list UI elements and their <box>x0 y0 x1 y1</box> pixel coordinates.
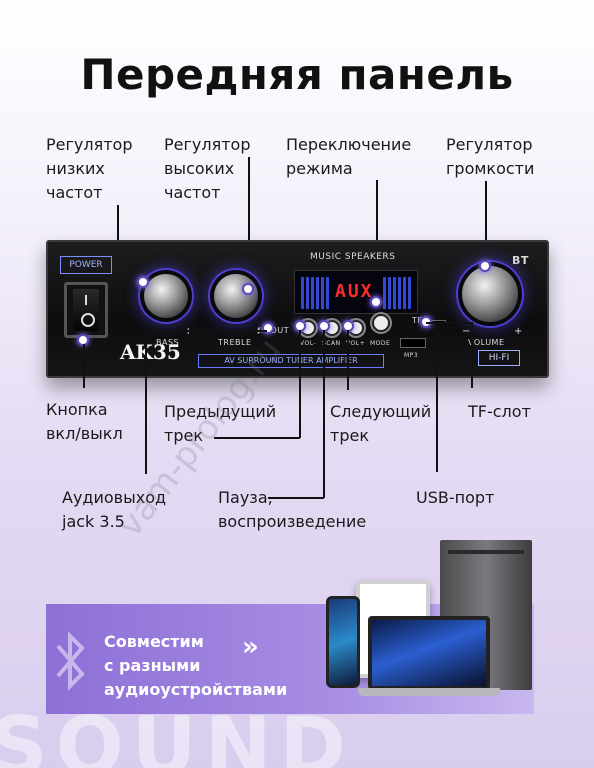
audio-out-leader-v <box>145 330 147 474</box>
next-track-label: Следующий трек <box>330 402 432 445</box>
power-leader <box>83 344 85 388</box>
led-display: AUX <box>294 270 418 314</box>
phone-image <box>326 596 360 688</box>
bt-text: BT <box>512 254 529 267</box>
mode-button[interactable] <box>372 314 390 332</box>
laptop-base <box>358 688 500 696</box>
spectrum-left <box>301 277 329 309</box>
pause-leader-h <box>268 497 324 499</box>
tf-slot-label: TF-слот <box>468 402 531 421</box>
prev-leader-h <box>214 437 300 439</box>
treble-knob[interactable] <box>214 274 258 318</box>
inout-marker <box>262 322 274 334</box>
mode-marker <box>370 296 382 308</box>
prev-track-label: Предыдущий трек <box>164 402 277 445</box>
vol-plus-text: VOL+ <box>346 340 366 347</box>
mode-text: MODE <box>370 340 391 347</box>
bluetooth-icon <box>56 631 85 691</box>
mp3-text: MP3 <box>404 352 419 359</box>
chevron-right-icon: » <box>242 632 259 662</box>
surround-strip: AV SURROUND TUNER AMPLIFIER <box>198 354 384 368</box>
tf-leader-h <box>426 322 472 324</box>
next-leader <box>347 330 349 390</box>
treble-text: TREBLE <box>218 338 252 347</box>
volume-marker <box>479 260 491 272</box>
volume-label: Регулятор громкости <box>446 135 535 178</box>
volume-plus: + <box>514 326 523 337</box>
background-word: SOUND <box>0 700 354 768</box>
brand-name: AK35 <box>120 340 181 364</box>
mode-leader <box>376 180 378 298</box>
spectrum-right <box>383 277 411 309</box>
amplifier-front-panel: POWER − + BASS − + TREBLE IN/OUT MUSIC S… <box>46 240 549 378</box>
power-switch[interactable] <box>64 282 108 338</box>
bass-marker <box>137 276 149 288</box>
music-speakers-text: MUSIC SPEAKERS <box>310 252 396 262</box>
volume-text: VOLUME <box>468 338 505 347</box>
pause-play-label: Пауза, воспроизведение <box>218 488 367 531</box>
power-label: POWER <box>60 256 112 274</box>
usb-port[interactable] <box>400 338 426 348</box>
scan-text: SCAN <box>322 340 341 347</box>
hifi-badge: HI-FI <box>478 350 520 366</box>
bass-text: BASS <box>156 338 180 347</box>
bass-label: Регулятор низких частот <box>46 135 133 202</box>
volume-knob[interactable] <box>462 266 518 322</box>
vol-minus-text: VOL- <box>300 340 317 347</box>
tf-leader-v <box>471 322 473 388</box>
audio-out-label: Аудиовыход jack 3.5 <box>62 488 167 531</box>
usb-port-label: USB-порт <box>416 488 495 507</box>
usb-leader <box>436 362 438 472</box>
pause-leader-v <box>323 330 325 498</box>
page-title: Передняя панель <box>80 50 514 99</box>
treble-marker <box>242 283 254 295</box>
treble-label: Регулятор высоких частот <box>164 135 251 202</box>
prev-leader-v <box>299 330 301 438</box>
bass-knob[interactable] <box>144 274 188 318</box>
volume-minus: − <box>462 326 471 337</box>
volume-leader <box>485 181 487 267</box>
laptop-image <box>368 616 490 690</box>
mode-label: Переключение режима <box>286 135 412 178</box>
display-digits: AUX <box>335 281 374 302</box>
power-button-label: Кнопка вкл/выкл <box>46 400 123 443</box>
banner-text: Совместим с разными аудиоустройствами <box>104 632 288 699</box>
tf-text: TF <box>412 316 423 325</box>
audio-out-leader-h <box>145 330 267 332</box>
treble-leader <box>248 157 250 289</box>
